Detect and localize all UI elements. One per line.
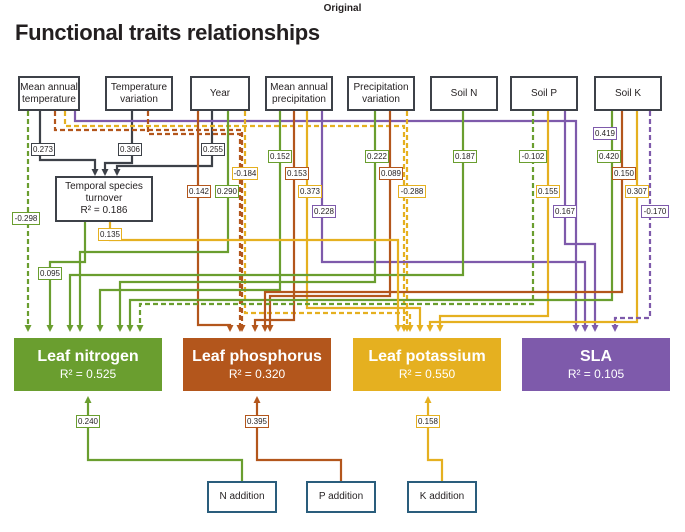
leaf-potassium-r2: R² = 0.550 bbox=[398, 367, 456, 381]
coef-map-phosphorus: 0.153 bbox=[285, 167, 309, 180]
coef-year-phosphorus: 0.142 bbox=[187, 185, 211, 198]
edge-soilk-phosphorus bbox=[261, 111, 624, 332]
coef-pv-nitrogen: 0.222 bbox=[365, 150, 389, 163]
edge-turnover-nitrogen bbox=[46, 222, 87, 332]
edge-kaddition-potassium bbox=[424, 396, 444, 481]
coef-turnover-potassium: 0.135 bbox=[98, 228, 122, 241]
coef-soiln-nitrogen: 0.187 bbox=[453, 150, 477, 163]
leaf-nitrogen-r2: R² = 0.525 bbox=[59, 367, 117, 381]
coef-pv-potassium: -0.288 bbox=[398, 185, 426, 198]
coef-map-sla: 0.228 bbox=[312, 205, 336, 218]
edge-year-turnover bbox=[113, 111, 214, 176]
predictor-soil-p: Soil P bbox=[510, 76, 578, 111]
predictor-mean-annual-temperature: Mean annual temperature bbox=[18, 76, 80, 111]
leaf-phosphorus-r2: R² = 0.320 bbox=[228, 367, 286, 381]
predictor-precipitation-variation: Precipitation variation bbox=[347, 76, 415, 111]
edge-mat-potassium bbox=[63, 111, 408, 332]
temporal-species-turnover: Temporal species turnover R² = 0.186 bbox=[55, 176, 153, 222]
p-addition: P addition bbox=[306, 481, 376, 513]
edge-mat-turnover bbox=[38, 111, 99, 176]
sla-r2: R² = 0.105 bbox=[567, 367, 625, 381]
edge-soilk-sla bbox=[611, 111, 652, 332]
coef-soilk-sla: 0.419 bbox=[593, 127, 617, 140]
edge-soilp-nitrogen bbox=[136, 111, 535, 332]
predictor-year: Year bbox=[190, 76, 250, 111]
predictor-mean-annual-precipitation: Mean annual precipitation bbox=[265, 76, 333, 111]
edge-map-potassium bbox=[305, 111, 424, 332]
edge-pv-nitrogen bbox=[116, 111, 377, 332]
coef-pv-phosphorus: 0.089 bbox=[379, 167, 403, 180]
edge-tv-turnover bbox=[101, 111, 134, 176]
edge-year-potassium bbox=[243, 111, 414, 332]
edge-soilp-sla bbox=[563, 111, 599, 332]
coef-soilp-potassium: 0.155 bbox=[536, 185, 560, 198]
edge-tv-phosphorus bbox=[146, 111, 244, 332]
coef-tv-turnover: 0.306 bbox=[118, 143, 142, 156]
predictor-soil-k: Soil K bbox=[594, 76, 662, 111]
coef-year-potassium: -0.184 bbox=[232, 167, 258, 180]
edge-map-phosphorus bbox=[251, 111, 296, 332]
turnover-r2: R² = 0.186 bbox=[80, 205, 128, 216]
coef-soilk-phosphorus: 0.150 bbox=[612, 167, 636, 180]
edge-paddition-phosphorus bbox=[253, 396, 343, 481]
coef-year-turnover: 0.255 bbox=[201, 143, 225, 156]
edge-soiln-nitrogen bbox=[66, 111, 465, 332]
edge-soilp-potassium bbox=[436, 111, 550, 332]
coef-kaddition-potassium: 0.158 bbox=[416, 415, 440, 428]
coef-map-nitrogen: 0.152 bbox=[268, 150, 292, 163]
edge-map-nitrogen bbox=[96, 111, 282, 332]
diagram-title: Functional traits relationships bbox=[15, 20, 320, 45]
coef-naddition-nitrogen: 0.240 bbox=[76, 415, 100, 428]
coef-paddition-phosphorus: 0.395 bbox=[245, 415, 269, 428]
k-addition: K addition bbox=[407, 481, 477, 513]
coef-soilp-nitrogen: -0.102 bbox=[519, 150, 547, 163]
n-addition: N addition bbox=[207, 481, 277, 513]
edge-naddition-nitrogen bbox=[84, 396, 244, 481]
coef-turnover-nitrogen: 0.095 bbox=[38, 267, 62, 280]
coef-map-potassium: 0.373 bbox=[298, 185, 322, 198]
edge-soilk-potassium bbox=[426, 111, 639, 332]
coef-soilp-sla: 0.167 bbox=[553, 205, 577, 218]
edge-mat-sla bbox=[73, 111, 580, 332]
edge-map-sla bbox=[320, 111, 589, 332]
edge-soilk-nitrogen bbox=[126, 111, 614, 332]
edge-year-phosphorus bbox=[196, 111, 234, 332]
original-heading: Original bbox=[323, 3, 362, 14]
predictor-temperature-variation: Temperature variation bbox=[105, 76, 173, 111]
coef-soilk-potassium: 0.307 bbox=[625, 185, 649, 198]
coef-soilk-sla-dashed: -0.170 bbox=[641, 205, 669, 218]
predictor-soil-n: Soil N bbox=[430, 76, 498, 111]
coef-mat-turnover: 0.273 bbox=[31, 143, 55, 156]
edge-pv-phosphorus bbox=[266, 111, 392, 332]
edge-year-nitrogen bbox=[76, 111, 230, 332]
coef-soilk-nitrogen: 0.420 bbox=[597, 150, 621, 163]
coef-mat-nitrogen: -0.298 bbox=[12, 212, 40, 225]
coef-year-nitrogen: 0.290 bbox=[215, 185, 239, 198]
